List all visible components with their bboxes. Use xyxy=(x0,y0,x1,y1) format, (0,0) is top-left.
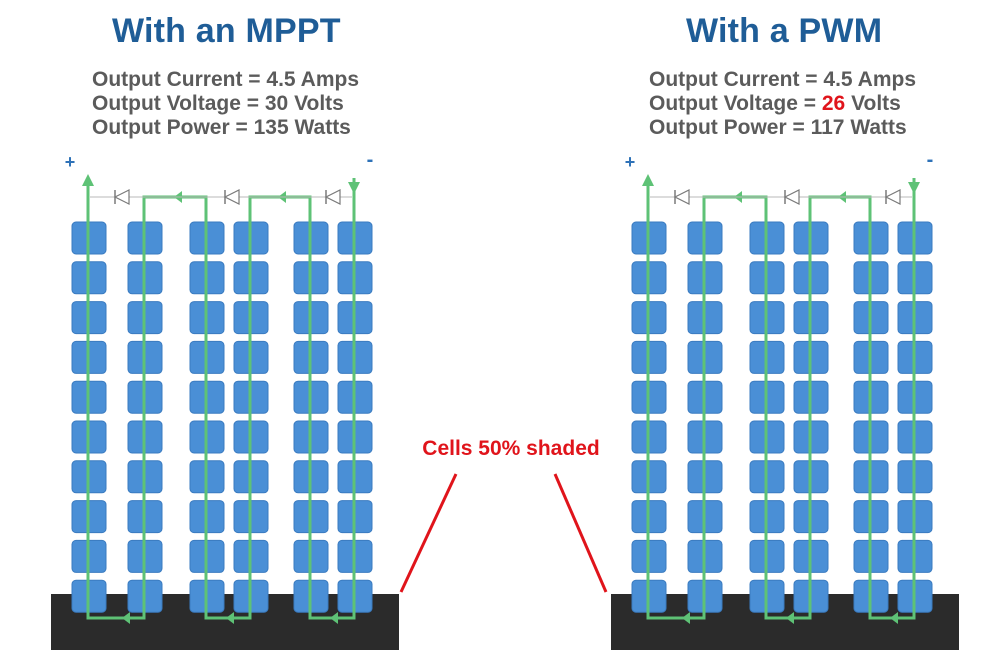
pwm-title: With a PWM xyxy=(686,12,883,50)
pwm-voltage-value: 26 xyxy=(821,92,846,115)
negative-terminal-label: - xyxy=(367,149,374,171)
current-arrow-icon xyxy=(226,612,234,624)
bypass-diode-icon xyxy=(783,189,800,205)
pwm-stats: Output Current = 4.5 Amps Output Voltage… xyxy=(649,68,916,140)
bypass-diode-icon xyxy=(223,189,240,205)
current-arrow-icon xyxy=(890,612,898,624)
mppt-output-current: Output Current = 4.5 Amps xyxy=(92,68,360,91)
mppt-output-voltage: Output Voltage = 30 Volts xyxy=(92,92,344,115)
current-arrow-icon xyxy=(122,612,130,624)
positive-terminal-label: + xyxy=(65,152,76,172)
shading-label: Cells 50% shaded xyxy=(422,437,599,460)
shading-callout: Cells 50% shaded xyxy=(399,437,608,593)
positive-terminal-label: + xyxy=(625,152,636,172)
current-arrow-icon xyxy=(348,182,360,194)
mppt-output-power: Output Power = 135 Watts xyxy=(92,116,351,139)
pwm-output-power: Output Power = 117 Watts xyxy=(649,116,907,139)
current-arrow-icon xyxy=(786,612,794,624)
current-arrow-icon xyxy=(330,612,338,624)
bypass-diode-icon xyxy=(113,189,130,205)
shading-pointer-right xyxy=(553,473,608,593)
bypass-diode-icon xyxy=(884,189,901,205)
bypass-diode-icon xyxy=(324,189,341,205)
negative-terminal-label: - xyxy=(927,149,934,171)
mppt-title: With an MPPT xyxy=(112,12,341,50)
pwm-output-current: Output Current = 4.5 Amps xyxy=(649,68,917,91)
current-arrow-icon xyxy=(908,182,920,194)
current-arrow-icon xyxy=(642,174,654,186)
bypass-diode-icon xyxy=(673,189,690,205)
mppt-solar-panel: +- xyxy=(51,149,399,650)
mppt-stats: Output Current = 4.5 Amps Output Voltage… xyxy=(92,68,359,140)
mppt-voltage-value: 30 xyxy=(264,92,289,115)
pwm-solar-panel: +- xyxy=(611,149,959,650)
current-arrow-icon xyxy=(682,612,690,624)
shading-pointer-left xyxy=(399,473,458,593)
pwm-output-voltage: Output Voltage = 26 Volts xyxy=(649,92,901,115)
current-arrow-icon xyxy=(82,174,94,186)
